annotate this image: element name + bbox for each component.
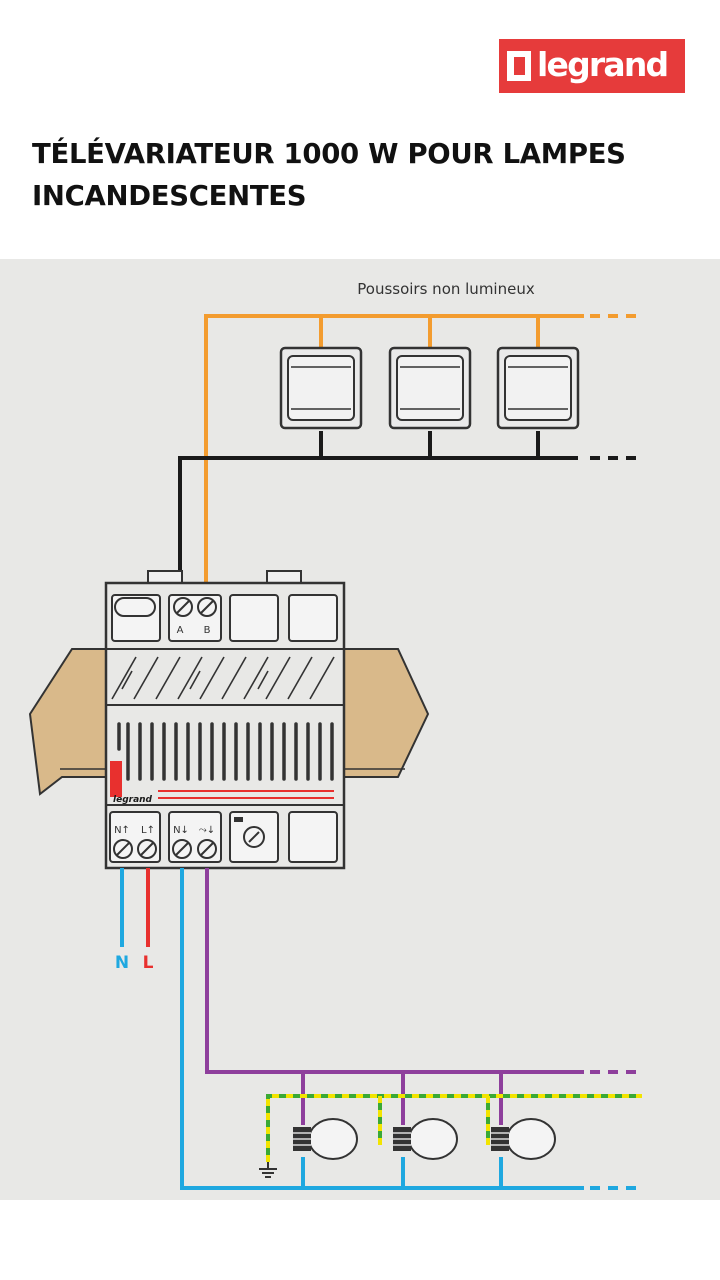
terminal-b-label: B [204, 625, 211, 636]
control-wire [204, 314, 642, 582]
terminal-n-in-label: N↑ [114, 825, 130, 836]
dimmed-load-wire [205, 868, 642, 1125]
legrand-logo: legrand [499, 39, 685, 93]
common-wire [178, 431, 642, 582]
terminal-n-out-label: N↓ [173, 825, 189, 836]
neutral-label: N [115, 953, 129, 973]
earth-wire [266, 1094, 642, 1162]
pushbutton-1 [279, 346, 363, 430]
neutral-load-wire [180, 868, 642, 1190]
legrand-mark-icon [507, 51, 531, 81]
pushbutton-2 [388, 346, 472, 430]
terminal-dim-out-label: ⤳↓ [199, 825, 215, 836]
page-title: TÉLÉVARIATEUR 1000 W POUR LAMPES INCANDE… [32, 138, 626, 212]
pushbutton-3 [496, 346, 580, 430]
device-brand-label: legrand [113, 795, 153, 805]
line-label: L [143, 953, 154, 973]
lamp-3 [491, 1118, 556, 1160]
logo-wordmark: legrand [537, 45, 669, 84]
dimmer-module: A B [104, 570, 346, 870]
terminal-l-in-label: L↑ [141, 825, 155, 836]
lamp-1 [293, 1118, 358, 1160]
earth-ground-icon [259, 1162, 277, 1178]
lamp-2 [393, 1118, 458, 1160]
wiring-diagram: Poussoirs non lumineux [0, 259, 720, 1200]
terminal-a-label: A [177, 625, 184, 636]
pushbuttons-label: Poussoirs non lumineux [357, 280, 535, 298]
